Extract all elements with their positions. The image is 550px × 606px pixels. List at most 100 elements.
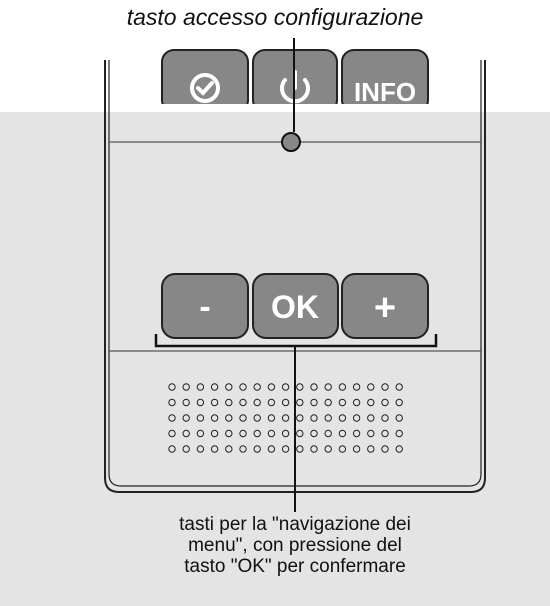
grille-dot bbox=[239, 429, 247, 438]
grille-dot bbox=[281, 429, 290, 438]
grille-dot bbox=[324, 429, 332, 438]
grille-dot bbox=[381, 445, 389, 453]
info-button-label: INFO bbox=[354, 77, 416, 107]
grille-dot bbox=[352, 414, 361, 422]
grille-dot bbox=[210, 383, 219, 391]
grille-dot bbox=[367, 398, 375, 407]
grille-dot bbox=[210, 414, 219, 422]
grille-dot bbox=[182, 398, 190, 407]
info-button[interactable]: INFO bbox=[341, 49, 429, 112]
grille-dot bbox=[310, 414, 318, 422]
grille-dot bbox=[225, 429, 233, 438]
grille-dot bbox=[381, 383, 389, 391]
grille-dot bbox=[296, 414, 304, 422]
plus-button-label: + bbox=[374, 287, 396, 329]
grille-dot bbox=[239, 445, 247, 453]
grille-dot bbox=[196, 445, 205, 453]
grille-dot bbox=[281, 383, 290, 391]
grille-dot bbox=[225, 383, 233, 391]
grille-dot bbox=[182, 414, 190, 422]
grille-dot bbox=[168, 398, 176, 407]
grille-dot bbox=[239, 414, 247, 422]
grille-dot bbox=[182, 383, 190, 391]
minus-button-label: - bbox=[199, 288, 210, 326]
grille-dot bbox=[267, 398, 276, 407]
grille-dot bbox=[225, 398, 233, 407]
grille-dot bbox=[367, 445, 375, 453]
grille-dot bbox=[395, 445, 403, 453]
grille-dot bbox=[310, 383, 318, 391]
nav-keys-label: tasti per la "navigazione dei menu", con… bbox=[110, 514, 480, 577]
grille-dot bbox=[338, 414, 347, 422]
grille-dot bbox=[324, 383, 332, 391]
grille-dot bbox=[168, 429, 176, 438]
grille-dot bbox=[338, 383, 347, 391]
grille-dot bbox=[324, 398, 332, 407]
grille-dot bbox=[196, 429, 205, 438]
grille-dot bbox=[352, 383, 361, 391]
grille-dot bbox=[310, 398, 318, 407]
grille-dot bbox=[324, 414, 332, 422]
grille-dot bbox=[395, 414, 403, 422]
grille-dot bbox=[352, 445, 361, 453]
plus-button[interactable]: + bbox=[341, 273, 429, 339]
grille-dot bbox=[196, 398, 205, 407]
grille-dot bbox=[182, 429, 190, 438]
grille-dot bbox=[182, 445, 190, 453]
config-key-label: tasto accesso configurazione bbox=[126, 4, 424, 30]
grille-dot bbox=[310, 429, 318, 438]
grille-dot bbox=[239, 383, 247, 391]
grille-dot bbox=[267, 429, 276, 438]
grille-dot bbox=[367, 383, 375, 391]
grille-dot bbox=[296, 398, 304, 407]
grille-dot bbox=[253, 383, 261, 391]
grille-dot bbox=[281, 445, 290, 453]
grille-dot bbox=[395, 398, 403, 407]
check-icon bbox=[190, 73, 220, 103]
nav-keys-label-line-2: menu", con pressione del bbox=[188, 535, 402, 556]
grille-dot bbox=[168, 383, 176, 391]
config-access-key[interactable] bbox=[281, 132, 301, 152]
grille-dot bbox=[281, 414, 290, 422]
grille-dot bbox=[196, 383, 205, 391]
grille-dot bbox=[367, 414, 375, 422]
grille-dot bbox=[310, 445, 318, 453]
grille-dot bbox=[225, 414, 233, 422]
grille-dot bbox=[210, 445, 219, 453]
grille-dot bbox=[267, 445, 276, 453]
grille-dot bbox=[395, 429, 403, 438]
grille-dot bbox=[296, 445, 304, 453]
grille-dot bbox=[239, 398, 247, 407]
grille-dot bbox=[210, 429, 219, 438]
grille-dot bbox=[338, 398, 347, 407]
grille-dot bbox=[253, 398, 261, 407]
grille-dot bbox=[210, 398, 219, 407]
minus-button[interactable]: - bbox=[161, 273, 249, 339]
grille-dot bbox=[324, 445, 332, 453]
nav-keys-label-line-1: tasti per la "navigazione dei bbox=[179, 514, 411, 535]
grille-dot bbox=[253, 429, 261, 438]
grille-dot bbox=[352, 429, 361, 438]
check-button[interactable] bbox=[161, 49, 249, 112]
grille-dot bbox=[296, 383, 304, 391]
grille-dot bbox=[381, 414, 389, 422]
grille-dot bbox=[267, 383, 276, 391]
grille-dot bbox=[395, 383, 403, 391]
grille-dot bbox=[196, 414, 205, 422]
grille-dot bbox=[296, 429, 304, 438]
ok-button[interactable]: OK bbox=[252, 273, 339, 339]
grille-dot bbox=[168, 414, 176, 422]
nav-keys-label-line-3: tasto "OK" per confermare bbox=[184, 556, 406, 577]
grille-dot bbox=[338, 429, 347, 438]
grille-dot bbox=[281, 398, 290, 407]
grille-dot bbox=[367, 429, 375, 438]
grille-dot bbox=[338, 445, 347, 453]
grille-dot bbox=[381, 398, 389, 407]
background-panel bbox=[0, 112, 550, 606]
grille-dot bbox=[225, 445, 233, 453]
grille-dot bbox=[168, 445, 176, 453]
ok-button-label: OK bbox=[271, 289, 319, 325]
grille-dot bbox=[267, 414, 276, 422]
grille-dot bbox=[253, 414, 261, 422]
